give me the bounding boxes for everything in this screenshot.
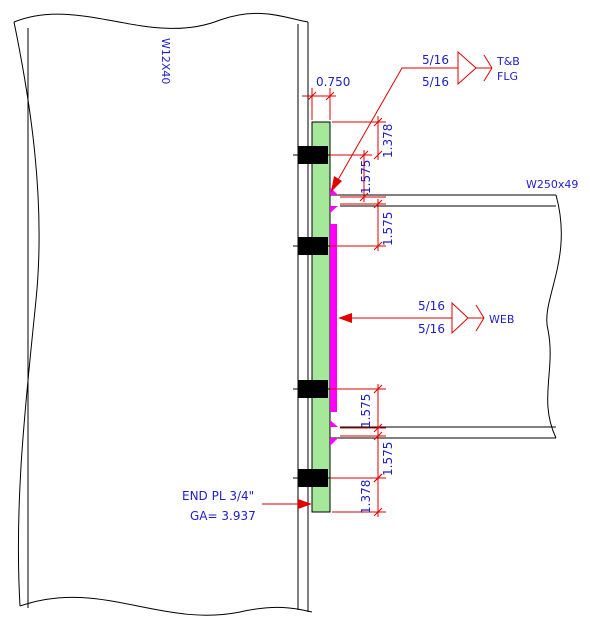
- end-plate-line1: END PL 3/4": [182, 489, 254, 503]
- beam-break-line: [546, 194, 562, 439]
- flange-weld-note-line1: T&B: [496, 55, 520, 68]
- bottom-flange-weld-bottom: [330, 438, 338, 446]
- flange-weld-top-size: 5/16: [422, 53, 449, 67]
- plate-thickness-dimension: 0.750: [302, 75, 350, 120]
- web-weld-symbol: 5/16 5/16 WEB: [338, 299, 514, 336]
- column-top-break-line: [13, 13, 309, 29]
- web-weld-fillet-symbol: [451, 301, 469, 335]
- top-flange-weld-bottom: [330, 206, 338, 213]
- web-weld-note: WEB: [489, 313, 514, 326]
- flange-weld-arrowhead: [331, 176, 342, 192]
- dim-bolt3-to-flange: 1.575: [359, 394, 373, 428]
- column: W12X40: [13, 13, 313, 616]
- end-plate: [311, 121, 331, 513]
- column-section-label: W12X40: [159, 38, 172, 84]
- flange-weld-note-line2: FLG: [497, 70, 518, 83]
- flange-weld-symbol: 5/16 5/16 T&B FLG: [330, 50, 520, 193]
- web-weld-top-size: 5/16: [418, 299, 445, 313]
- dim-top-bolt-to-flange: 1.575: [359, 160, 373, 194]
- welds: [330, 187, 338, 446]
- bottom-flange-weld-top: [330, 420, 338, 427]
- plate-thickness-value: 0.750: [316, 75, 350, 89]
- dim-top-edge: 1.378: [381, 124, 395, 158]
- dim-bottom-edge: 1.378: [359, 480, 373, 514]
- bolts: [293, 146, 336, 487]
- column-left-break-outline: [13, 21, 40, 607]
- flange-weld-bottom-size: 5/16: [422, 75, 449, 89]
- web-weld-arrowhead: [338, 313, 352, 323]
- end-plate-line2: GA= 3.937: [190, 509, 256, 523]
- beam-section-label: W250x49: [526, 178, 578, 191]
- web-weld-bottom-size: 5/16: [418, 322, 445, 336]
- dim-flange-to-bolt4: 1.575: [381, 442, 395, 476]
- flange-weld-fillet-symbol: [457, 50, 477, 86]
- web-weld: [330, 224, 337, 412]
- vertical-dimensions: 1.378 1.575 1.575 1.575 1.575 1.378: [330, 116, 395, 517]
- column-bottom-break-line: [19, 596, 313, 616]
- end-plate-callout-arrowhead: [298, 499, 312, 509]
- end-plate-callout: END PL 3/4" GA= 3.937: [182, 489, 312, 523]
- dim-flange-to-bolt2: 1.575: [381, 212, 395, 246]
